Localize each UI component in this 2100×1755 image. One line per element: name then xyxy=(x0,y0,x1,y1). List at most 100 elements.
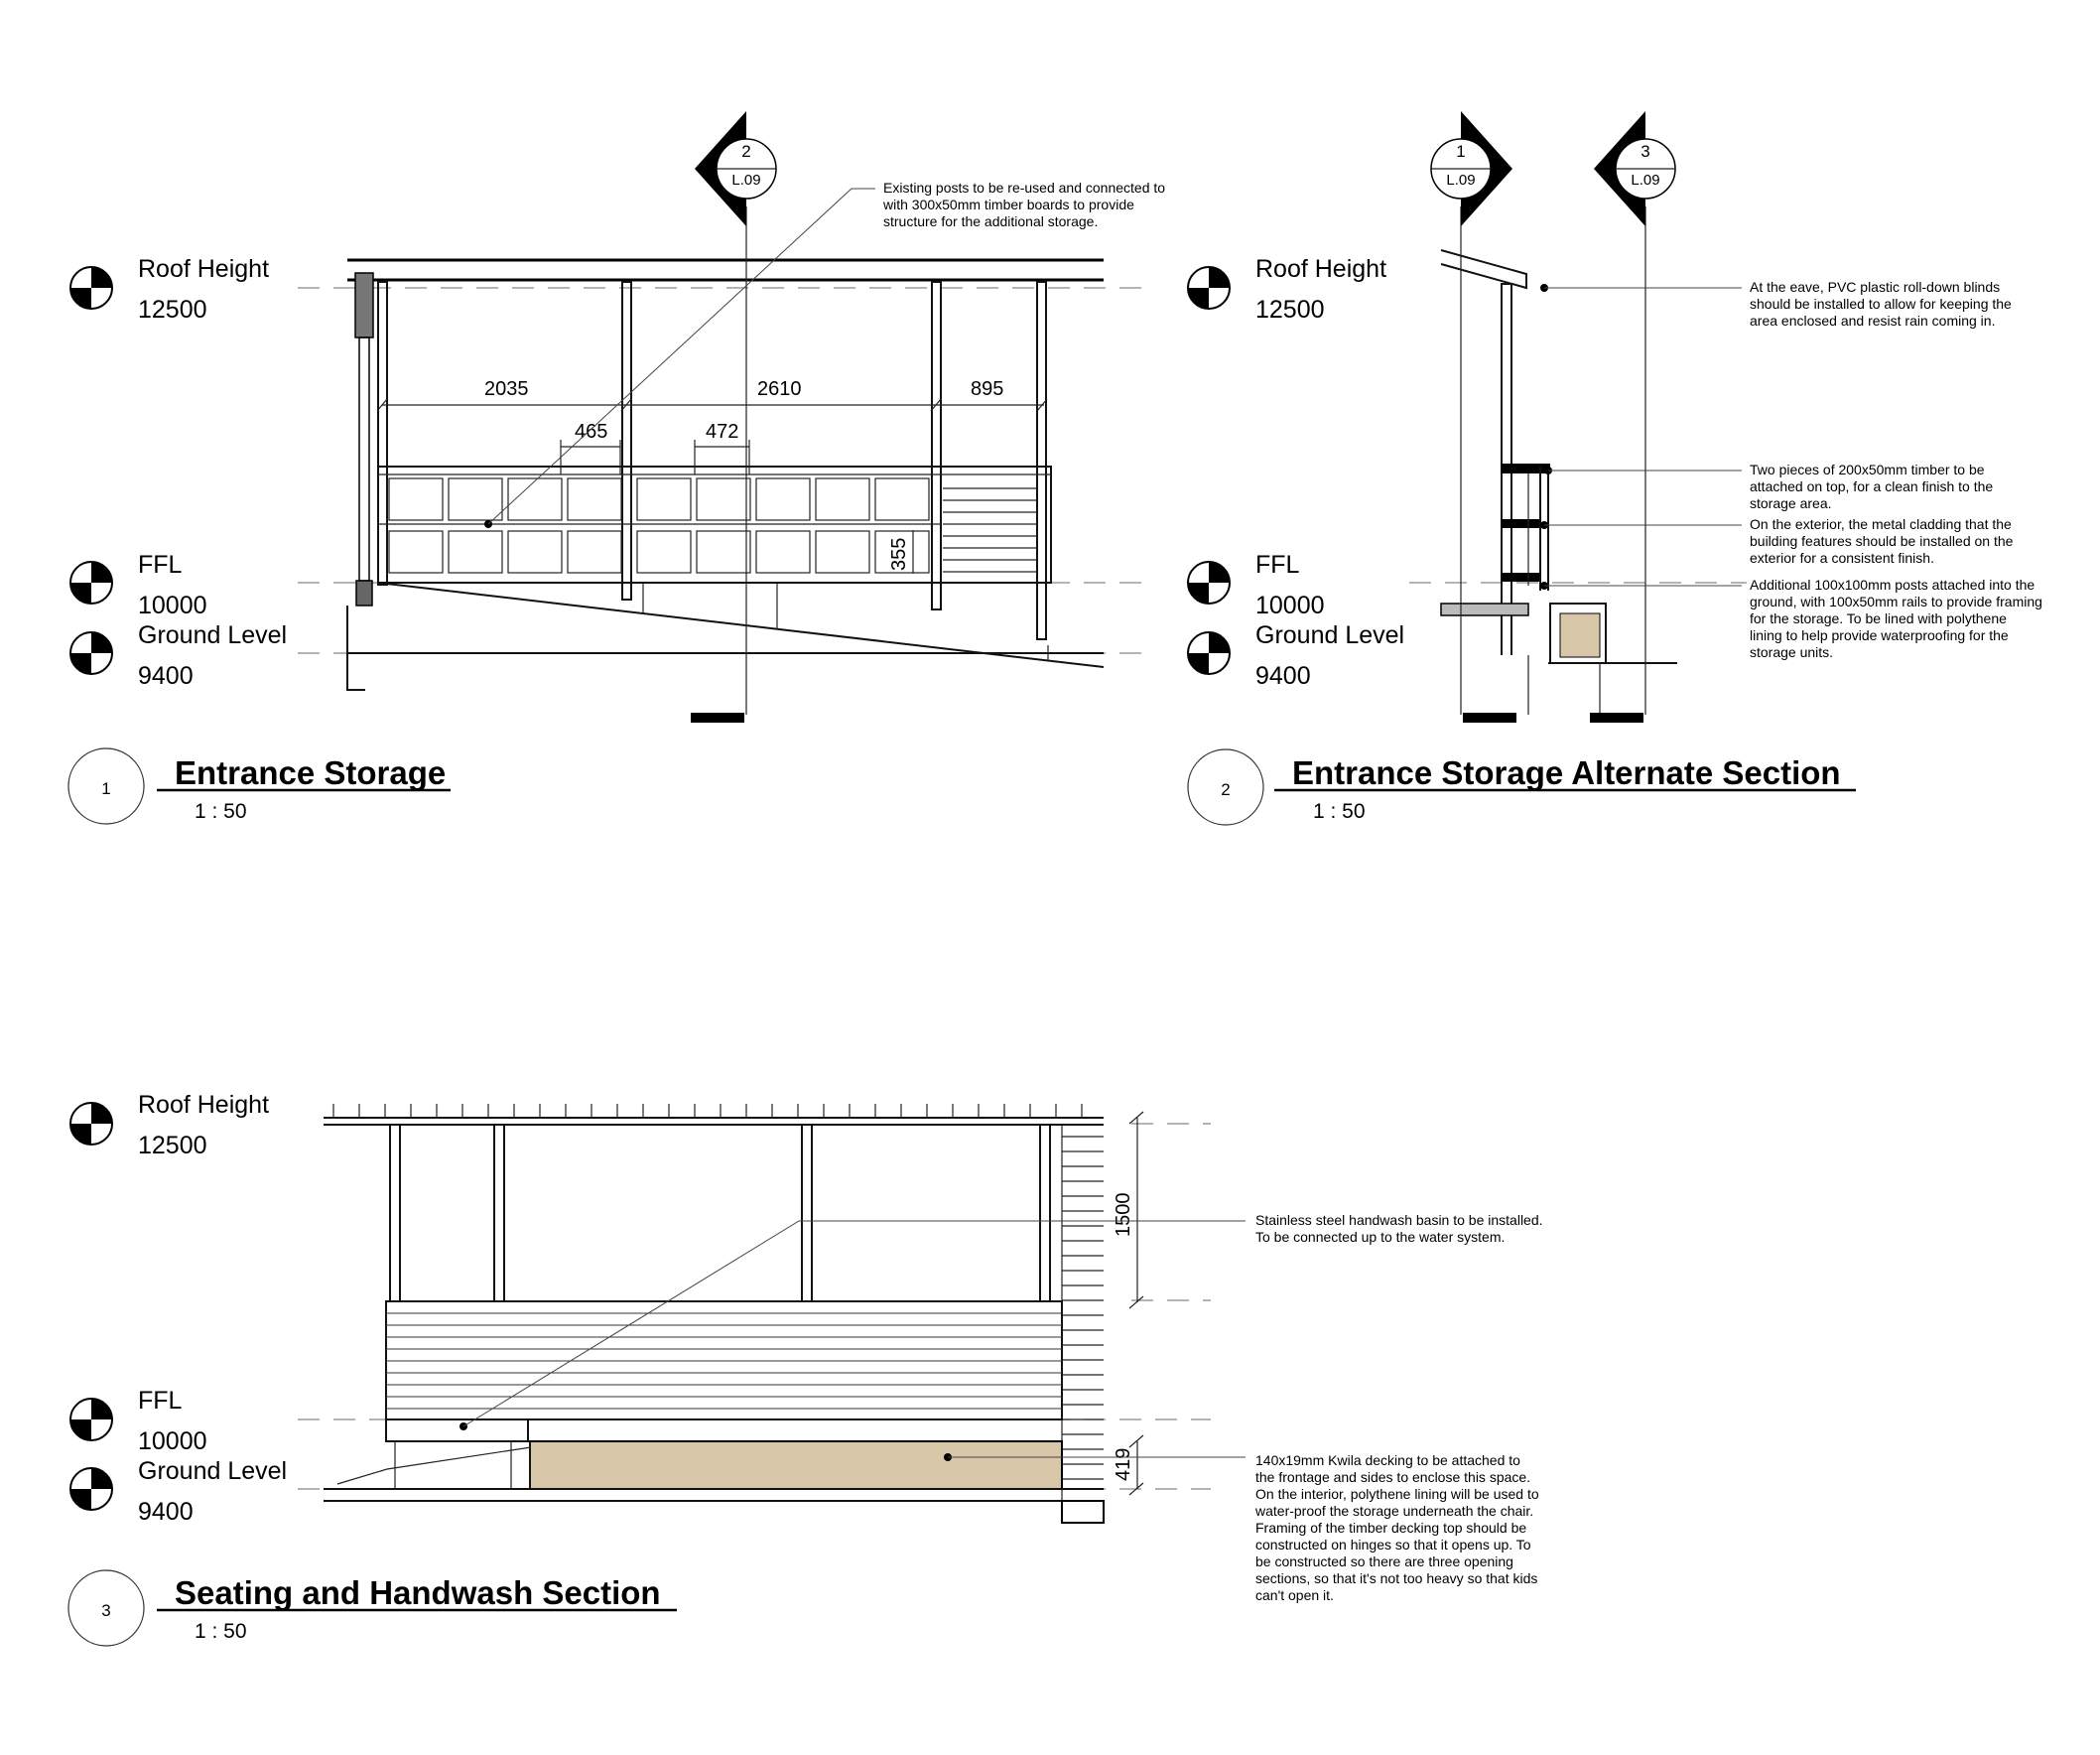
dim-cubby2: 472 xyxy=(706,421,738,443)
note-timber-top-line2: attached on top, for a clean finish to t… xyxy=(1750,478,1993,494)
view-3-scale: 1 : 50 xyxy=(195,1620,247,1643)
level-ffl-3-marker-icon xyxy=(69,1398,113,1441)
level-ffl-3-name: FFL xyxy=(138,1387,183,1415)
side-wall-cladding xyxy=(1061,1125,1104,1509)
level-roof-1-marker-icon xyxy=(69,266,113,310)
dimension-bays: 2035 2610 895 xyxy=(376,378,1048,412)
note-posts-rails: Additional 100x100mm posts attached into… xyxy=(1540,577,2042,660)
dim-bay1: 2035 xyxy=(484,378,529,400)
note-metal-cladding-line3: exterior for a consistent finish. xyxy=(1750,550,1934,566)
level-ground-1: Ground Level 9400 xyxy=(69,621,287,690)
dimension-cubby2: 472 xyxy=(694,421,750,474)
note-timber-top-line1: Two pieces of 200x50mm timber to be xyxy=(1750,462,1985,477)
level-ffl-1-name: FFL xyxy=(138,551,183,579)
section-marker-3-number: 3 xyxy=(1641,142,1649,161)
dim-seat-height: 419 xyxy=(1113,1448,1134,1481)
view-2-number: 2 xyxy=(1221,780,1230,799)
kwila-decking-seat xyxy=(529,1440,1063,1490)
note-posts-rails-line2: ground, with 100x50mm rails to provide f… xyxy=(1750,594,2042,609)
section-marker-2-sheet: L.09 xyxy=(731,172,760,189)
level-ffl-1-marker-icon xyxy=(69,561,113,605)
level-ground-3-marker-icon xyxy=(69,1467,113,1511)
level-roof-2-marker-icon xyxy=(1187,266,1231,310)
view-1-scale: 1 : 50 xyxy=(195,800,247,823)
dim-bay2: 2610 xyxy=(757,378,802,400)
note-posts-rails-line1: Additional 100x100mm posts attached into… xyxy=(1750,577,2034,593)
dimension-cubby-height: 355 xyxy=(888,530,914,574)
note-decking-line6: constructed on hinges so that it opens u… xyxy=(1255,1537,1531,1552)
level-roof-3: Roof Height 12500 xyxy=(69,1091,269,1159)
level-ground-2: Ground Level 9400 xyxy=(1187,621,1404,690)
note-decking-line1: 140x19mm Kwila decking to be attached to xyxy=(1255,1452,1520,1468)
view-2-alternate-section: Roof Height 12500 FFL 10000 Ground Level… xyxy=(1187,111,2042,826)
note-eave-blinds: At the eave, PVC plastic roll-down blind… xyxy=(1540,279,2012,329)
note-decking-line8: sections, so that it's not too heavy so … xyxy=(1255,1570,1537,1586)
note-decking-line4: water-proof the storage underneath the c… xyxy=(1254,1503,1533,1519)
view-3-title: Seating and Handwash Section xyxy=(175,1574,661,1611)
view-2-title-block: 2 Entrance Storage Alternate Section 1 :… xyxy=(1187,748,1856,826)
level-roof-2-value: 12500 xyxy=(1255,296,1325,324)
note-metal-cladding: On the exterior, the metal cladding that… xyxy=(1540,516,2014,566)
view-2-scale: 1 : 50 xyxy=(1313,800,1366,823)
level-ffl-3-value: 10000 xyxy=(138,1427,207,1455)
roof-rafters xyxy=(332,1104,1083,1118)
note-existing-posts-line2: with 300x50mm timber boards to provide xyxy=(882,197,1134,212)
section-marker-2: 2 L.09 xyxy=(691,111,777,723)
level-ffl-2-name: FFL xyxy=(1255,551,1300,579)
view-2-title: Entrance Storage Alternate Section xyxy=(1292,754,1841,791)
section-marker-2-number: 2 xyxy=(741,142,750,161)
view-3-number: 3 xyxy=(101,1601,110,1620)
level-roof-3-value: 12500 xyxy=(138,1132,207,1159)
note-handwash-line2: To be connected up to the water system. xyxy=(1255,1229,1505,1245)
view-1-title: Entrance Storage xyxy=(175,754,446,791)
note-posts-rails-line3: for the storage. To be lined with polyth… xyxy=(1750,610,2007,626)
note-eave-blinds-line2: should be installed to allow for keeping… xyxy=(1750,296,2012,312)
section-marker-1-number: 1 xyxy=(1456,142,1465,161)
level-ground-2-value: 9400 xyxy=(1255,662,1311,690)
dimension-seat-height: 419 xyxy=(1113,1434,1144,1496)
note-handwash-line1: Stainless steel handwash basin to be ins… xyxy=(1255,1212,1543,1228)
note-eave-blinds-line3: area enclosed and resist rain coming in. xyxy=(1750,313,1995,329)
level-ffl-2: FFL 10000 xyxy=(1187,551,1325,619)
note-handwash: Stainless steel handwash basin to be ins… xyxy=(459,1212,1543,1430)
level-roof-1-value: 12500 xyxy=(138,296,207,324)
note-existing-posts-line3: structure for the additional storage. xyxy=(883,213,1098,229)
level-ffl-1: FFL 10000 xyxy=(69,551,207,619)
level-roof-1: Roof Height 12500 xyxy=(69,255,269,324)
level-ground-3-name: Ground Level xyxy=(138,1457,287,1485)
note-existing-posts-line1: Existing posts to be re-used and connect… xyxy=(883,180,1165,196)
section-marker-3: 3 L.09 xyxy=(1594,111,1676,715)
dim-cubby-height: 355 xyxy=(888,538,910,571)
note-existing-posts: Existing posts to be re-used and connect… xyxy=(484,180,1165,528)
level-ground-3-value: 9400 xyxy=(138,1498,194,1526)
existing-posts xyxy=(377,281,1047,640)
note-timber-top: Two pieces of 200x50mm timber to be atta… xyxy=(1544,462,1993,511)
dim-bay3: 895 xyxy=(971,378,1003,400)
storage-cubbies xyxy=(388,477,930,574)
level-ffl-2-marker-icon xyxy=(1187,561,1231,605)
level-ground-1-name: Ground Level xyxy=(138,621,287,649)
note-decking-line2: the frontage and sides to enclose this s… xyxy=(1255,1469,1530,1485)
note-decking-line3: On the interior, polythene lining will b… xyxy=(1255,1486,1539,1502)
level-ground-2-marker-icon xyxy=(1187,631,1231,675)
note-decking-line7: be constructed so there are three openin… xyxy=(1255,1553,1513,1569)
section-marker-3-sheet: L.09 xyxy=(1631,172,1659,189)
dim-upper-height: 1500 xyxy=(1113,1193,1134,1238)
view-3-seating-handwash: Roof Height 12500 FFL 10000 Ground Level… xyxy=(67,1091,1543,1647)
note-eave-blinds-line1: At the eave, PVC plastic roll-down blind… xyxy=(1750,279,2000,295)
level-roof-2-name: Roof Height xyxy=(1255,255,1386,283)
level-roof-1-name: Roof Height xyxy=(138,255,269,283)
view-1-entrance-storage: Roof Height 12500 FFL 10000 Ground Level… xyxy=(67,111,1165,825)
note-decking-line5: Framing of the timber decking top should… xyxy=(1255,1520,1526,1536)
level-ffl-2-value: 10000 xyxy=(1255,592,1325,619)
dimension-upper-height: 1500 xyxy=(1113,1111,1144,1309)
view-3-title-block: 3 Seating and Handwash Section 1 : 50 xyxy=(67,1569,677,1647)
level-ground-1-value: 9400 xyxy=(138,662,194,690)
note-decking-line9: can't open it. xyxy=(1255,1587,1334,1603)
level-roof-2: Roof Height 12500 xyxy=(1187,255,1386,324)
note-posts-rails-line5: storage units. xyxy=(1750,644,1833,660)
level-ffl-3: FFL 10000 xyxy=(69,1387,207,1455)
level-roof-3-marker-icon xyxy=(69,1102,113,1146)
section-marker-1: 1 L.09 xyxy=(1430,111,1512,715)
